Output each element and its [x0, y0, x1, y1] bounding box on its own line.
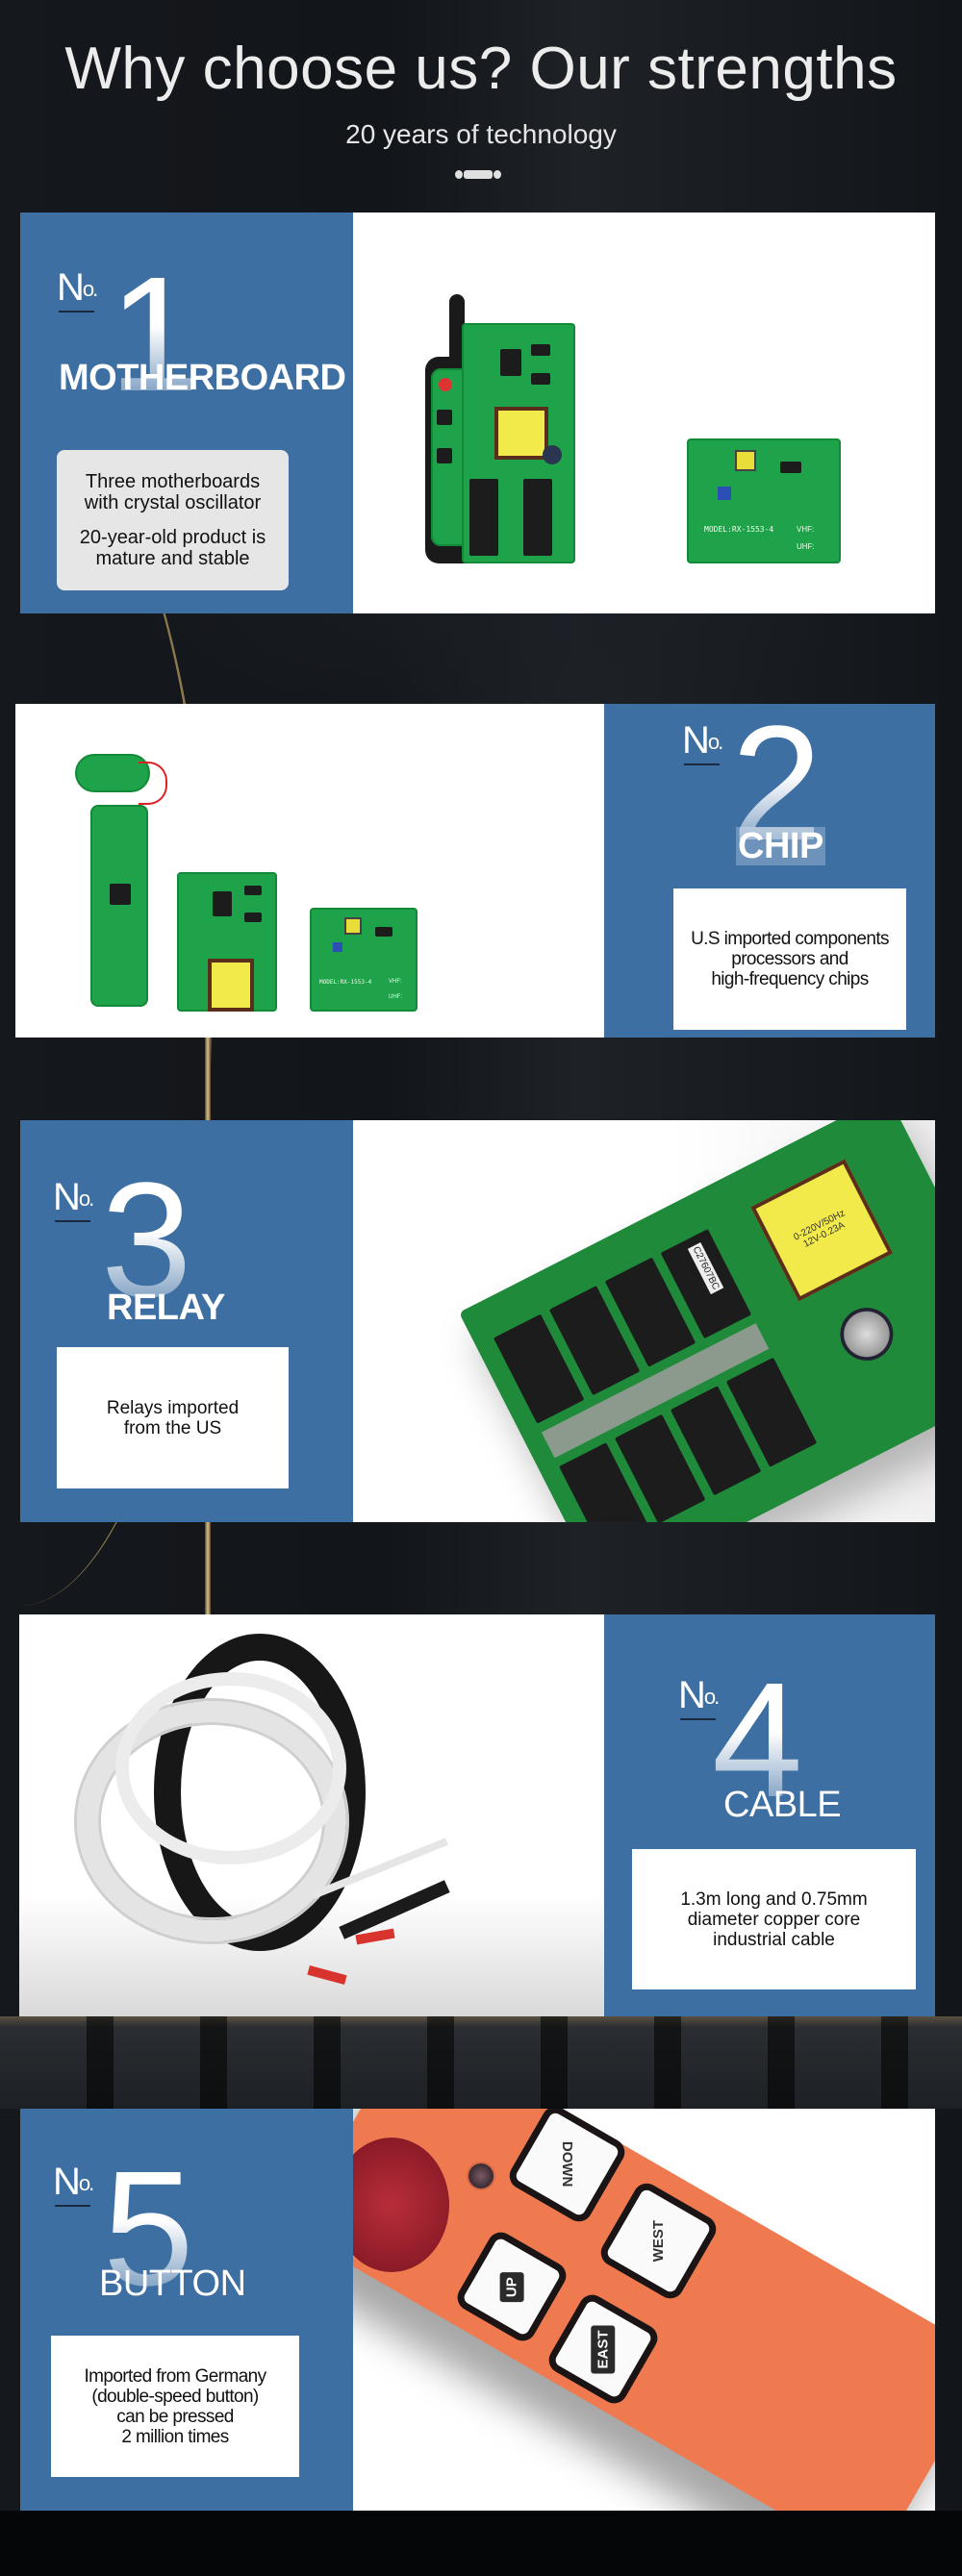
number-sign: No.: [57, 266, 98, 313]
feature-number: 1: [109, 243, 200, 426]
product-image-cable: [19, 1614, 604, 2016]
number-sign: No.: [678, 1676, 720, 1720]
receiver-board-image: [462, 323, 575, 563]
product-image-motherboard: MODEL:RX-1553-4 VHF: UHF:: [353, 213, 935, 613]
pill-divider-icon: [455, 170, 501, 179]
feature-info-block: No. 5 BUTTON Imported from Germany (doub…: [20, 2109, 353, 2511]
feature-description-box: Relays imported from the US: [57, 1347, 289, 1488]
feature-category-title: RELAY: [107, 1288, 225, 1328]
feature-number: 4: [712, 1649, 803, 1832]
feature-info-block: No. 3 RELAY Relays imported from the US: [20, 1120, 353, 1522]
number-sign: No.: [682, 719, 723, 765]
indicator-light-icon: [467, 2162, 495, 2190]
feature-category-title: CHIP: [736, 826, 825, 866]
feature-description-box: 1.3m long and 0.75mm diameter copper cor…: [632, 1849, 916, 1989]
feature-number: 2: [731, 692, 823, 875]
background-gold-rod: [205, 1522, 211, 1614]
feature-category-title: BUTTON: [99, 2263, 246, 2304]
background-rail-decoration: [0, 2016, 962, 2109]
number-sign: No.: [53, 2161, 94, 2207]
number-sign: No.: [53, 1176, 94, 1222]
background-footer-strip: [0, 2511, 962, 2576]
transmitter-pcb-image: [75, 754, 150, 792]
product-image-buttons: DOWN WEST UP EAST: [353, 2109, 935, 2511]
feature-panel-chip: MODEL:RX-1553-4 VHF: UHF: No. 2 CHIP U.S…: [15, 692, 935, 1038]
page-subtitle: 20 years of technology: [345, 119, 617, 149]
feature-category-title: CABLE: [723, 1785, 842, 1825]
page-title: Why choose us? Our strengths: [64, 36, 898, 102]
divider-dot: [455, 170, 463, 179]
background-gold-rod: [205, 1038, 211, 1120]
feature-panel-cable: No. 4 CABLE 1.3m long and 0.75mm diamete…: [19, 1614, 935, 2016]
product-image-relay: C27607BC 0-220V/50Hz 12V-0.23A: [353, 1120, 935, 1522]
feature-number: 3: [101, 1149, 192, 1332]
feature-panel-button: No. 5 BUTTON Imported from Germany (doub…: [20, 2109, 935, 2511]
rf-module-board-image: MODEL:RX-1553-4 VHF: UHF:: [310, 908, 418, 1012]
divider-bar: [464, 170, 493, 179]
feature-info-block: No. 4 CABLE 1.3m long and 0.75mm diamete…: [604, 1614, 935, 2016]
feature-info-block: No. 2 CHIP U.S imported components proce…: [604, 692, 935, 1038]
page-header: Why choose us? Our strengths 20 years of…: [0, 0, 962, 192]
feature-panel-relay: No. 3 RELAY Relays imported from the US …: [20, 1120, 935, 1522]
relay-board-image: C27607BC 0-220V/50Hz 12V-0.23A: [459, 1120, 935, 1522]
feature-description-box: U.S imported components processors and h…: [673, 888, 906, 1030]
divider-dot: [494, 170, 501, 179]
antenna-icon: [449, 294, 465, 362]
feature-number: 5: [103, 2138, 194, 2320]
emergency-stop-button-icon: [353, 2138, 449, 2272]
receiver-pcb-image: [177, 872, 277, 1012]
rf-module-board-image: MODEL:RX-1553-4 VHF: UHF:: [687, 438, 841, 563]
feature-description-box: Imported from Germany (double-speed butt…: [51, 2336, 299, 2477]
feature-category-title: MOTHERBOARD: [59, 358, 346, 398]
product-image-chip: MODEL:RX-1553-4 VHF: UHF:: [15, 704, 604, 1038]
